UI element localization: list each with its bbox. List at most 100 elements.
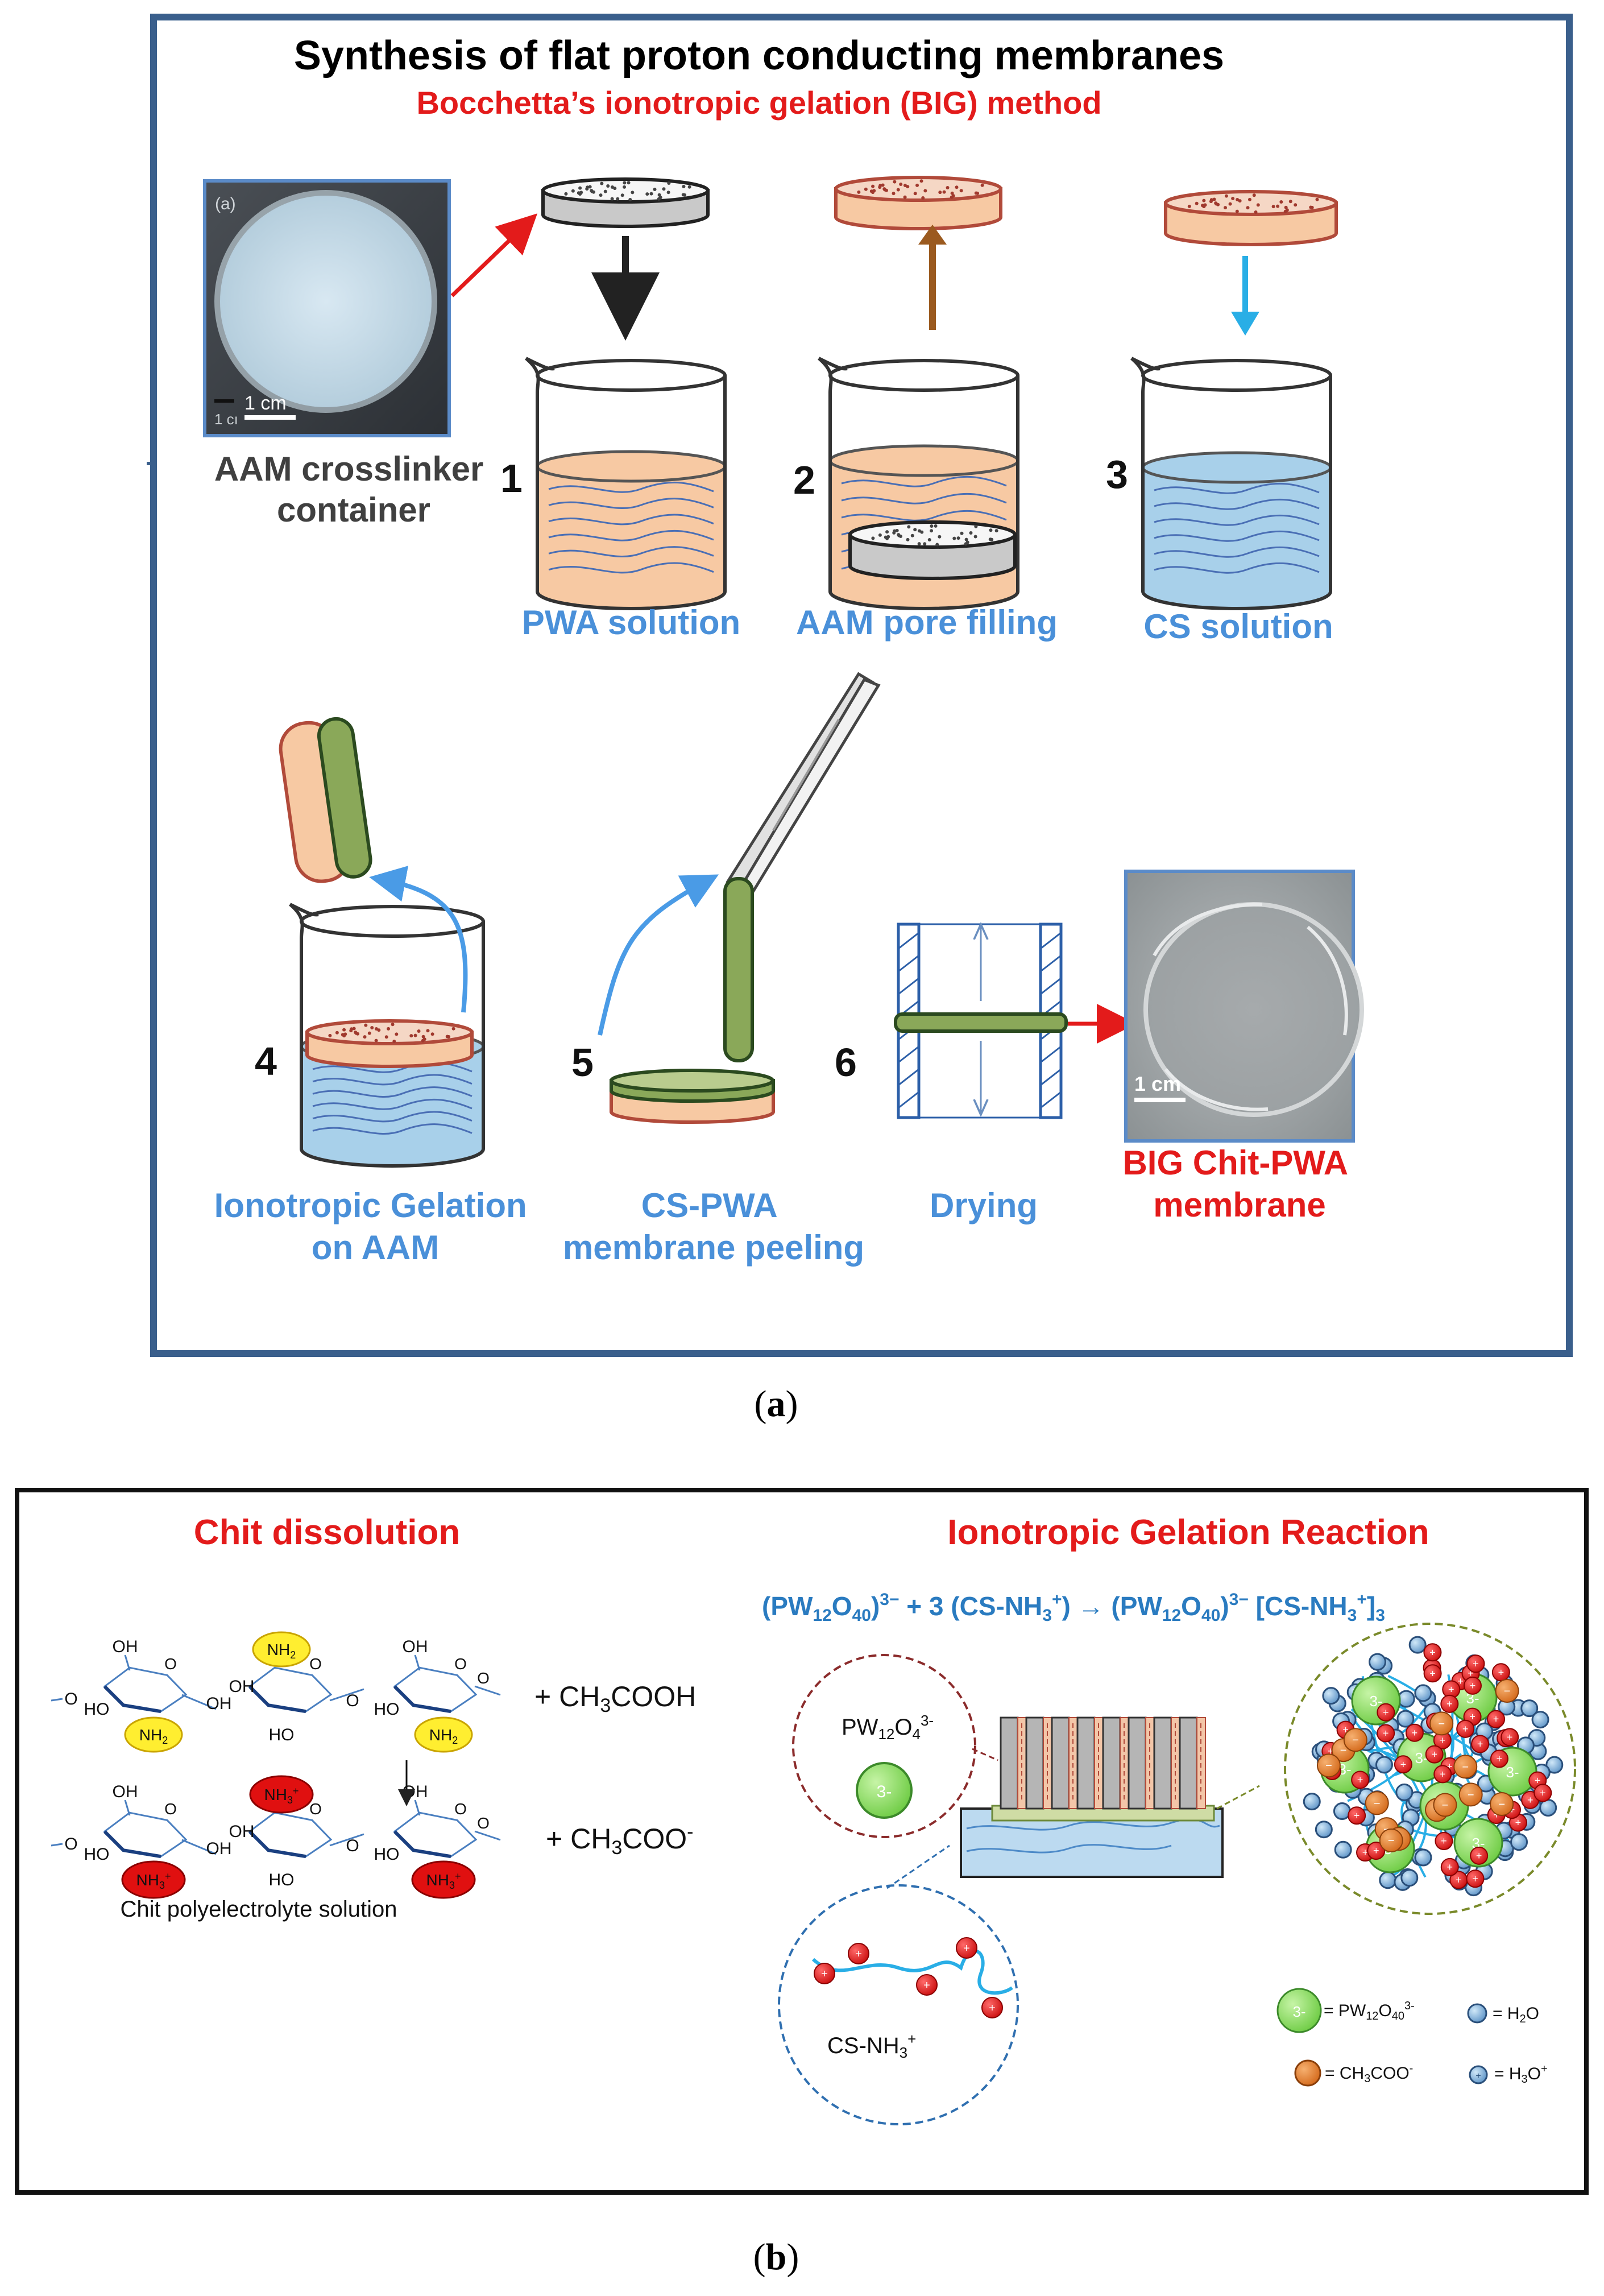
svg-text:+: +: [1412, 1727, 1418, 1739]
gelation-title: Ionotropic Gelation Reaction: [947, 1513, 1429, 1552]
svg-text:OH: OH: [229, 1822, 255, 1841]
svg-text:OH: OH: [403, 1637, 428, 1656]
legend-pw-text: = PW12O403-: [1324, 2000, 1415, 2022]
svg-text:HO: HO: [84, 1845, 110, 1864]
svg-text:+: +: [1431, 1749, 1437, 1760]
tweezers: [726, 672, 881, 898]
svg-text:+: +: [989, 2002, 996, 2014]
aam-photo: (a) 1 cm 1 cı: [203, 179, 451, 437]
svg-text:NH3+: NH3+: [264, 1785, 299, 1806]
svg-text:O: O: [454, 1800, 467, 1818]
svg-text:O: O: [346, 1836, 359, 1855]
grey-aam-disc-1: [541, 177, 710, 228]
orange-disc-2: [834, 176, 1002, 230]
svg-text:HO: HO: [269, 1871, 295, 1889]
panel-b-frame: [15, 1488, 1589, 2195]
svg-text:+: +: [1373, 1845, 1379, 1856]
svg-text:+: +: [1357, 1774, 1363, 1785]
svg-text:+: +: [1469, 1711, 1475, 1723]
svg-text:O: O: [346, 1691, 359, 1710]
beaker: [1130, 357, 1332, 610]
svg-text:+: +: [1429, 1646, 1436, 1658]
svg-text:+: +: [1362, 1847, 1369, 1858]
step-4-label: Ionotropic Gelation on AAM: [214, 1186, 537, 1267]
svg-text:3-: 3-: [1506, 1764, 1519, 1781]
beaker: [525, 357, 727, 610]
brown-arrowhead-2: [918, 225, 947, 245]
svg-text:+: +: [1462, 1723, 1469, 1735]
panel-a: Synthesis of flat proton conducting memb…: [147, 14, 1573, 1425]
svg-text:+: +: [1441, 1835, 1447, 1847]
svg-text:−: −: [1325, 1760, 1332, 1772]
panel-a-subtitle: Bocchetta’s ionotropic gelation (BIG) me…: [416, 85, 1101, 121]
panel-b: Chit dissolution Ionotropic Gelation Rea…: [15, 1488, 1589, 2278]
pw-zoom: PW12O43- 3-: [792, 1654, 998, 1838]
svg-text:−: −: [1374, 1797, 1381, 1810]
svg-text:O: O: [477, 1814, 490, 1832]
svg-text:+: +: [1440, 1735, 1446, 1746]
svg-text:+: +: [1447, 1861, 1453, 1873]
panel-a-caption: (a): [755, 1383, 798, 1425]
grey-aam-disc-submerged: [848, 520, 1017, 580]
reagent-label: + CH3COOH: [534, 1681, 696, 1716]
svg-text:3-: 3-: [1415, 1749, 1428, 1767]
svg-text:+: +: [1342, 1724, 1349, 1736]
svg-text:+: +: [1456, 1875, 1462, 1886]
red-arrow-1: [450, 213, 538, 297]
solution-label: Chit polyelectrolyte solution: [121, 1897, 397, 1922]
svg-text:3-: 3-: [1369, 1693, 1382, 1710]
svg-text:+: +: [1429, 1668, 1436, 1679]
step-6-label: Drying: [930, 1186, 1038, 1224]
svg-text:O: O: [309, 1655, 322, 1673]
cyan-arrowhead-3: [1231, 312, 1259, 336]
svg-text:+: +: [1440, 1768, 1446, 1780]
aam-photo-scale-faded: 1 cı: [214, 411, 238, 428]
chit-dissolution-title: Chit dissolution: [194, 1513, 460, 1552]
svg-text:OH: OH: [113, 1637, 138, 1656]
svg-text:3-: 3-: [1338, 1761, 1351, 1778]
legend-pw-icon: [1276, 1988, 1322, 2033]
svg-text:−: −: [1504, 1685, 1511, 1698]
svg-text:+: +: [1354, 1810, 1360, 1821]
svg-text:+: +: [1497, 1753, 1503, 1764]
step-3-label: CS solution: [1143, 607, 1333, 646]
svg-text:HO: HO: [84, 1700, 110, 1719]
svg-text:+: +: [1468, 1668, 1474, 1679]
aam-photo-tag: (a): [215, 195, 236, 213]
svg-text:−: −: [1352, 1734, 1359, 1747]
result-photo-scale: 1 cm: [1134, 1072, 1181, 1095]
svg-text:O: O: [64, 1690, 77, 1708]
svg-text:+: +: [1498, 1666, 1504, 1678]
result-photo: 1 cm: [1124, 870, 1364, 1143]
drying-frame: [894, 924, 1068, 1119]
legend: 3- = PW12O403- = H2O = CH3COO- + = H3O+: [1276, 1988, 1548, 2087]
svg-text:O: O: [477, 1669, 490, 1687]
blue-arrow-4: [369, 866, 468, 1013]
legend-hydronium-icon: [1469, 2065, 1488, 2084]
svg-text:+: +: [1472, 1873, 1478, 1884]
disc-stack-5: [610, 1069, 775, 1124]
svg-text:OH: OH: [206, 1694, 232, 1713]
svg-text:+: +: [1400, 1759, 1407, 1770]
step-5-number: 5: [571, 1040, 594, 1085]
svg-text:+: +: [1535, 1775, 1541, 1786]
orange-disc-3: [1164, 190, 1338, 246]
svg-text:−: −: [1388, 1835, 1395, 1847]
svg-text:−: −: [1468, 1789, 1474, 1801]
aam-photo-scale: 1 cm: [244, 392, 287, 414]
svg-text:O: O: [64, 1835, 77, 1854]
svg-text:−: −: [1498, 1798, 1505, 1811]
svg-text:+: +: [1473, 1658, 1479, 1669]
svg-text:+: +: [923, 1979, 930, 1992]
result-label: BIG Chit-PWA membrane: [1122, 1144, 1356, 1224]
svg-text:+: +: [1446, 1761, 1453, 1772]
svg-text:O: O: [164, 1655, 177, 1673]
svg-text:O: O: [309, 1800, 322, 1818]
svg-text:+: +: [1383, 1728, 1389, 1739]
step-5-label: CS-PWA membrane peeling: [563, 1186, 864, 1267]
legend-acetate-text: = CH3COO-: [1325, 2062, 1413, 2085]
svg-text:+: +: [1477, 1738, 1483, 1749]
svg-text:OH: OH: [206, 1839, 232, 1858]
